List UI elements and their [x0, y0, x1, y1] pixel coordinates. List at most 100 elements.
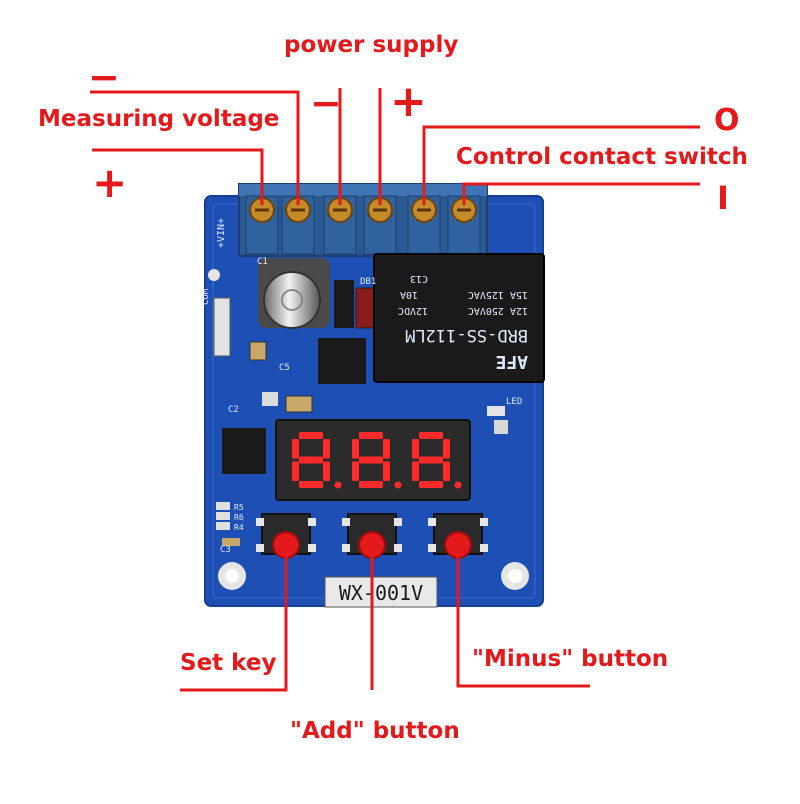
- label-set-key: Set key: [180, 650, 277, 676]
- symbol-power-plus: +: [390, 76, 427, 127]
- button-pin: [256, 518, 264, 526]
- diode: [355, 287, 375, 329]
- button-pin: [394, 544, 402, 552]
- silk-r4: R4: [234, 523, 244, 532]
- led-resistor: [487, 406, 505, 416]
- display-segment: [419, 481, 443, 488]
- leader-measure-plus: [92, 148, 264, 205]
- display-segment: [352, 461, 359, 481]
- symbol-measure-minus: −: [88, 55, 120, 99]
- display-segment: [323, 461, 330, 481]
- minus-button[interactable]: [428, 513, 488, 559]
- capacitor-c2: [285, 395, 313, 413]
- relay-code: 10A: [400, 289, 418, 300]
- symbol-measure-plus: +: [92, 158, 128, 207]
- model-plate-bg: [324, 576, 438, 608]
- leader-contact-closed: [462, 182, 700, 205]
- button-pin: [342, 518, 350, 526]
- display-segment: [443, 439, 450, 459]
- seven-segment-display: [275, 419, 471, 501]
- capacitor: [258, 258, 330, 329]
- display-decimal-point: [454, 481, 462, 489]
- relay-rating-2: 15A 125VAC: [468, 289, 528, 300]
- display-segment: [412, 439, 419, 459]
- button-pin: [308, 518, 316, 526]
- button-pin: [394, 518, 402, 526]
- silk-db1: DB1: [360, 277, 376, 287]
- annotation-lines: [90, 88, 700, 692]
- display-segment: [292, 461, 299, 481]
- label-power-supply: power supply: [284, 32, 459, 58]
- display-decimal-point: [394, 481, 402, 489]
- silk-r5: R5: [234, 503, 244, 512]
- display-segment: [292, 439, 299, 459]
- silk-c1: C1: [257, 257, 268, 267]
- display-segment: [412, 461, 419, 481]
- smd-cap: [249, 341, 267, 361]
- button-pin: [480, 518, 488, 526]
- resistor-r4: [216, 522, 230, 530]
- silk-r6: R6: [234, 513, 244, 522]
- terminal-screws: [245, 195, 481, 255]
- mounting-hole-center: [225, 569, 239, 583]
- display-segment: [359, 456, 383, 464]
- capacitor-c3: [222, 538, 240, 546]
- symbol-contact-closed: I: [717, 179, 729, 217]
- relay-coil: 12VDC: [398, 305, 428, 316]
- resistor-r5: [216, 502, 230, 510]
- button-pin: [308, 544, 316, 552]
- regulator: [318, 338, 366, 384]
- com-header: [213, 297, 231, 357]
- relay-brand: AFE: [495, 351, 528, 372]
- silk-vin: +VIN+: [216, 218, 227, 248]
- button-pin: [428, 518, 436, 526]
- display-decimal-point: [334, 481, 342, 489]
- display-segment: [299, 456, 323, 464]
- display-segment: [383, 439, 390, 459]
- leader-contact-open: [422, 125, 700, 205]
- mounting-hole-top-left: [208, 269, 220, 281]
- silk-c5: C5: [279, 363, 290, 373]
- silkscreen: +VIN+ COM C1 C2 C3 C5 DB1 LED R5 R6 R4: [201, 218, 522, 555]
- leader-set-key: [180, 545, 288, 692]
- label-control-contact-switch: Control contact switch: [456, 144, 748, 170]
- display-segment: [299, 481, 323, 488]
- display-segment: [419, 432, 443, 439]
- transistor: [334, 280, 354, 328]
- relay-rating-1: 12A 250VAC: [468, 305, 528, 316]
- label-add-button: "Add" button: [290, 718, 460, 744]
- symbol-power-minus: −: [310, 81, 342, 125]
- button-pin: [342, 544, 350, 552]
- leader-measure-minus: [90, 90, 300, 205]
- display-segment: [383, 461, 390, 481]
- display-segment: [359, 432, 383, 439]
- terminal-block: [238, 183, 488, 257]
- silk-led: LED: [506, 397, 522, 407]
- smd-components: [213, 280, 508, 546]
- relay: AFE BRD-SS-112LM 12A 250VAC 15A 125VAC 1…: [373, 253, 545, 383]
- button-pin: [480, 544, 488, 552]
- microcontroller-chip: [222, 428, 266, 474]
- resistor-r6: [216, 512, 230, 520]
- relay-body: [373, 253, 545, 383]
- display-digits: [292, 432, 462, 489]
- leader-minus-button: [456, 545, 590, 688]
- silk-c3: C3: [220, 545, 231, 555]
- model-label: WX-001V: [339, 581, 423, 605]
- display-segment: [323, 439, 330, 459]
- button-pin: [428, 544, 436, 552]
- model-plate: WX-001V: [324, 576, 438, 608]
- capacitor-can: [263, 271, 321, 329]
- label-measuring-voltage: Measuring voltage: [38, 106, 280, 132]
- silk-com: COM: [201, 288, 211, 305]
- display-segment: [352, 439, 359, 459]
- smd-resistor: [262, 392, 278, 406]
- symbol-contact-open: O: [714, 103, 740, 138]
- terminal-top-edge: [239, 184, 487, 196]
- display-segment: [299, 432, 323, 439]
- mounting-hole-center: [508, 569, 522, 583]
- relay-markings: AFE BRD-SS-112LM 12A 250VAC 15A 125VAC 1…: [398, 273, 528, 372]
- capacitor-top-vent: [281, 289, 303, 311]
